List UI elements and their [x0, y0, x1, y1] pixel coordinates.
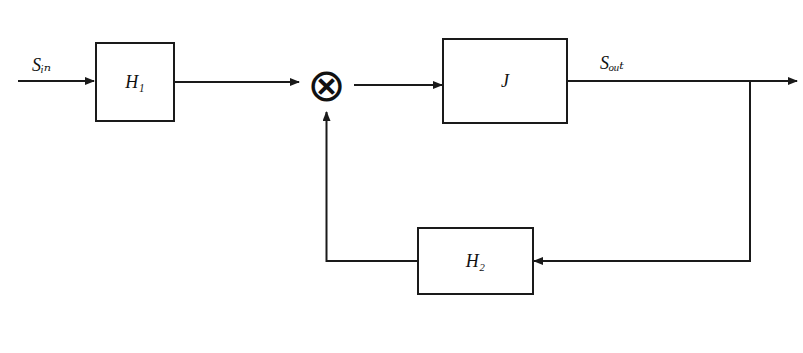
process-box: J	[442, 38, 568, 124]
transfer-box: H₁	[95, 42, 175, 122]
signal-name: Sᵢₙ	[30, 54, 53, 76]
feedback-box: H₂	[417, 227, 534, 295]
multiplier-symbol: ⊗	[307, 62, 346, 108]
signal-connector	[354, 84, 442, 86]
signal-connector	[175, 81, 299, 83]
multiplier-junction: ⊗	[299, 58, 354, 112]
signal-connector	[327, 112, 418, 261]
signal-name: Sₒᵤₜ	[598, 52, 626, 74]
box-label: H₂	[466, 251, 485, 272]
input-line	[18, 80, 94, 82]
box-label: J	[501, 71, 509, 92]
box-label: H₁	[125, 72, 144, 93]
